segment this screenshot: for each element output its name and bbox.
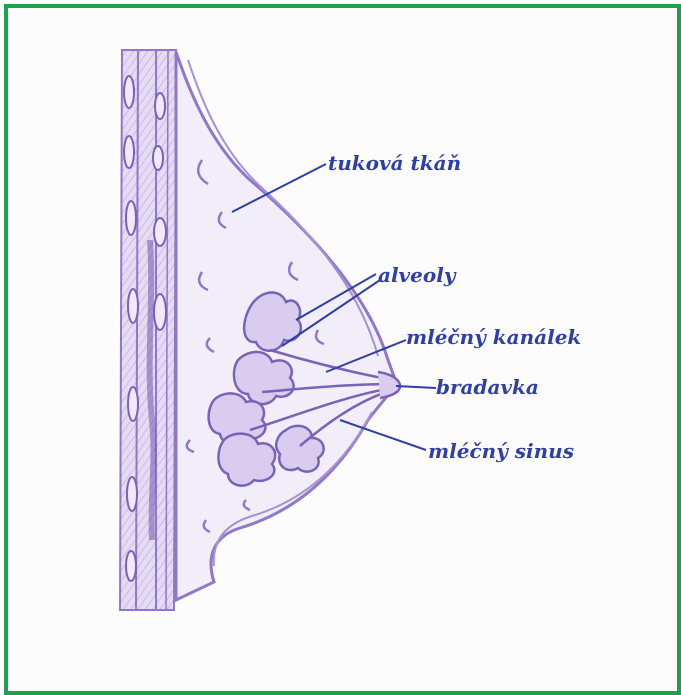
label-alveoli: alveoly <box>378 263 457 287</box>
label-nipple: bradavka <box>436 375 539 399</box>
label-milk-sinus: mléčný sinus <box>428 439 574 463</box>
nipple <box>378 372 400 398</box>
label-fatty-tissue: tuková tkáň <box>328 151 461 175</box>
label-milk-duct: mléčný kanálek <box>406 325 581 349</box>
muscle-band <box>150 240 154 540</box>
